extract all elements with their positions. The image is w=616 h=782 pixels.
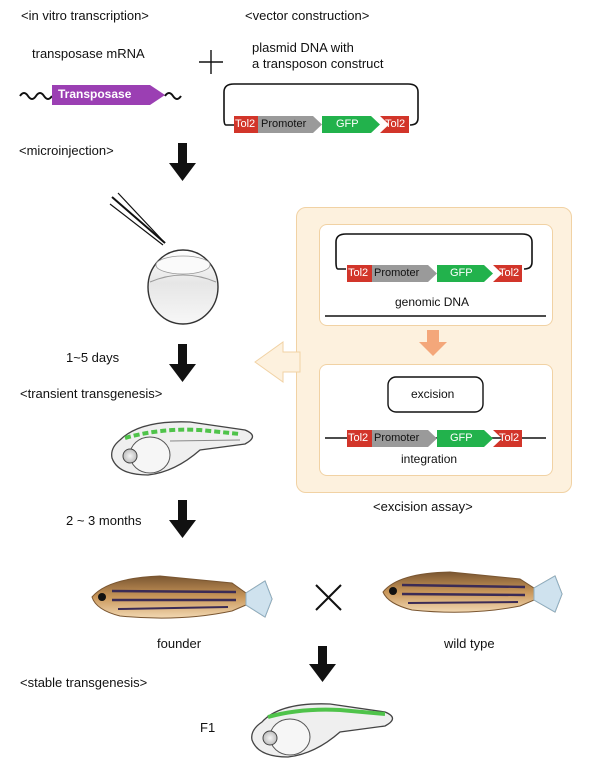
cross-sign xyxy=(315,584,342,611)
founder-label: founder xyxy=(157,636,202,651)
f1-embryo xyxy=(251,703,394,758)
mrna-label: transposase mRNA xyxy=(32,46,145,61)
integration-promoter-label: Promoter xyxy=(374,432,420,444)
tol2-left-label: Tol2 xyxy=(235,118,256,130)
transient-heading: <transient transgenesis> xyxy=(20,386,163,401)
genomic-gfp-label: GFP xyxy=(450,267,473,279)
promoter-label: Promoter xyxy=(261,118,307,130)
tol2-right-label: Tol2 xyxy=(385,118,406,130)
integration-gfp-label: GFP xyxy=(450,432,473,444)
founder-fish xyxy=(91,575,273,619)
mrna-squiggle-left xyxy=(19,92,53,100)
excision-label: excision xyxy=(411,387,455,401)
genomic-tol2-left-label: Tol2 xyxy=(348,267,369,279)
genomic-promoter-label: Promoter xyxy=(374,267,420,279)
genomic-loop xyxy=(335,233,533,270)
integration-label: integration xyxy=(401,452,458,466)
egg xyxy=(147,249,219,325)
genomic-dna-label: genomic DNA xyxy=(395,295,470,309)
gfp-label: GFP xyxy=(336,118,359,130)
plasmid-loop xyxy=(223,83,419,126)
integration-tol2-left-label: Tol2 xyxy=(348,432,369,444)
months-label: 2 ~ 3 months xyxy=(66,513,142,528)
transposase-arrow xyxy=(52,85,165,105)
f1-label: F1 xyxy=(200,720,216,735)
wild-type-fish xyxy=(382,571,563,613)
wild-type-label: wild type xyxy=(444,636,495,651)
plasmid-line-2: a transposon construct xyxy=(252,56,384,71)
integration-tol2-right-label: Tol2 xyxy=(499,432,520,444)
in-vitro-heading: <in vitro transcription> xyxy=(21,8,149,23)
plasmid-line-1: plasmid DNA with xyxy=(252,40,354,55)
transient-embryo xyxy=(111,421,254,476)
transposase-label: Transposase xyxy=(58,87,132,101)
vector-heading: <vector construction> xyxy=(245,8,370,23)
excision-assay-heading: <excision assay> xyxy=(373,499,473,514)
stable-heading: <stable transgenesis> xyxy=(20,675,148,690)
injection-needle xyxy=(109,192,166,246)
microinjection-heading: <microinjection> xyxy=(19,143,114,158)
genomic-tol2-right-label: Tol2 xyxy=(499,267,520,279)
mrna-squiggle-right xyxy=(164,92,182,100)
days-label: 1~5 days xyxy=(66,350,120,365)
